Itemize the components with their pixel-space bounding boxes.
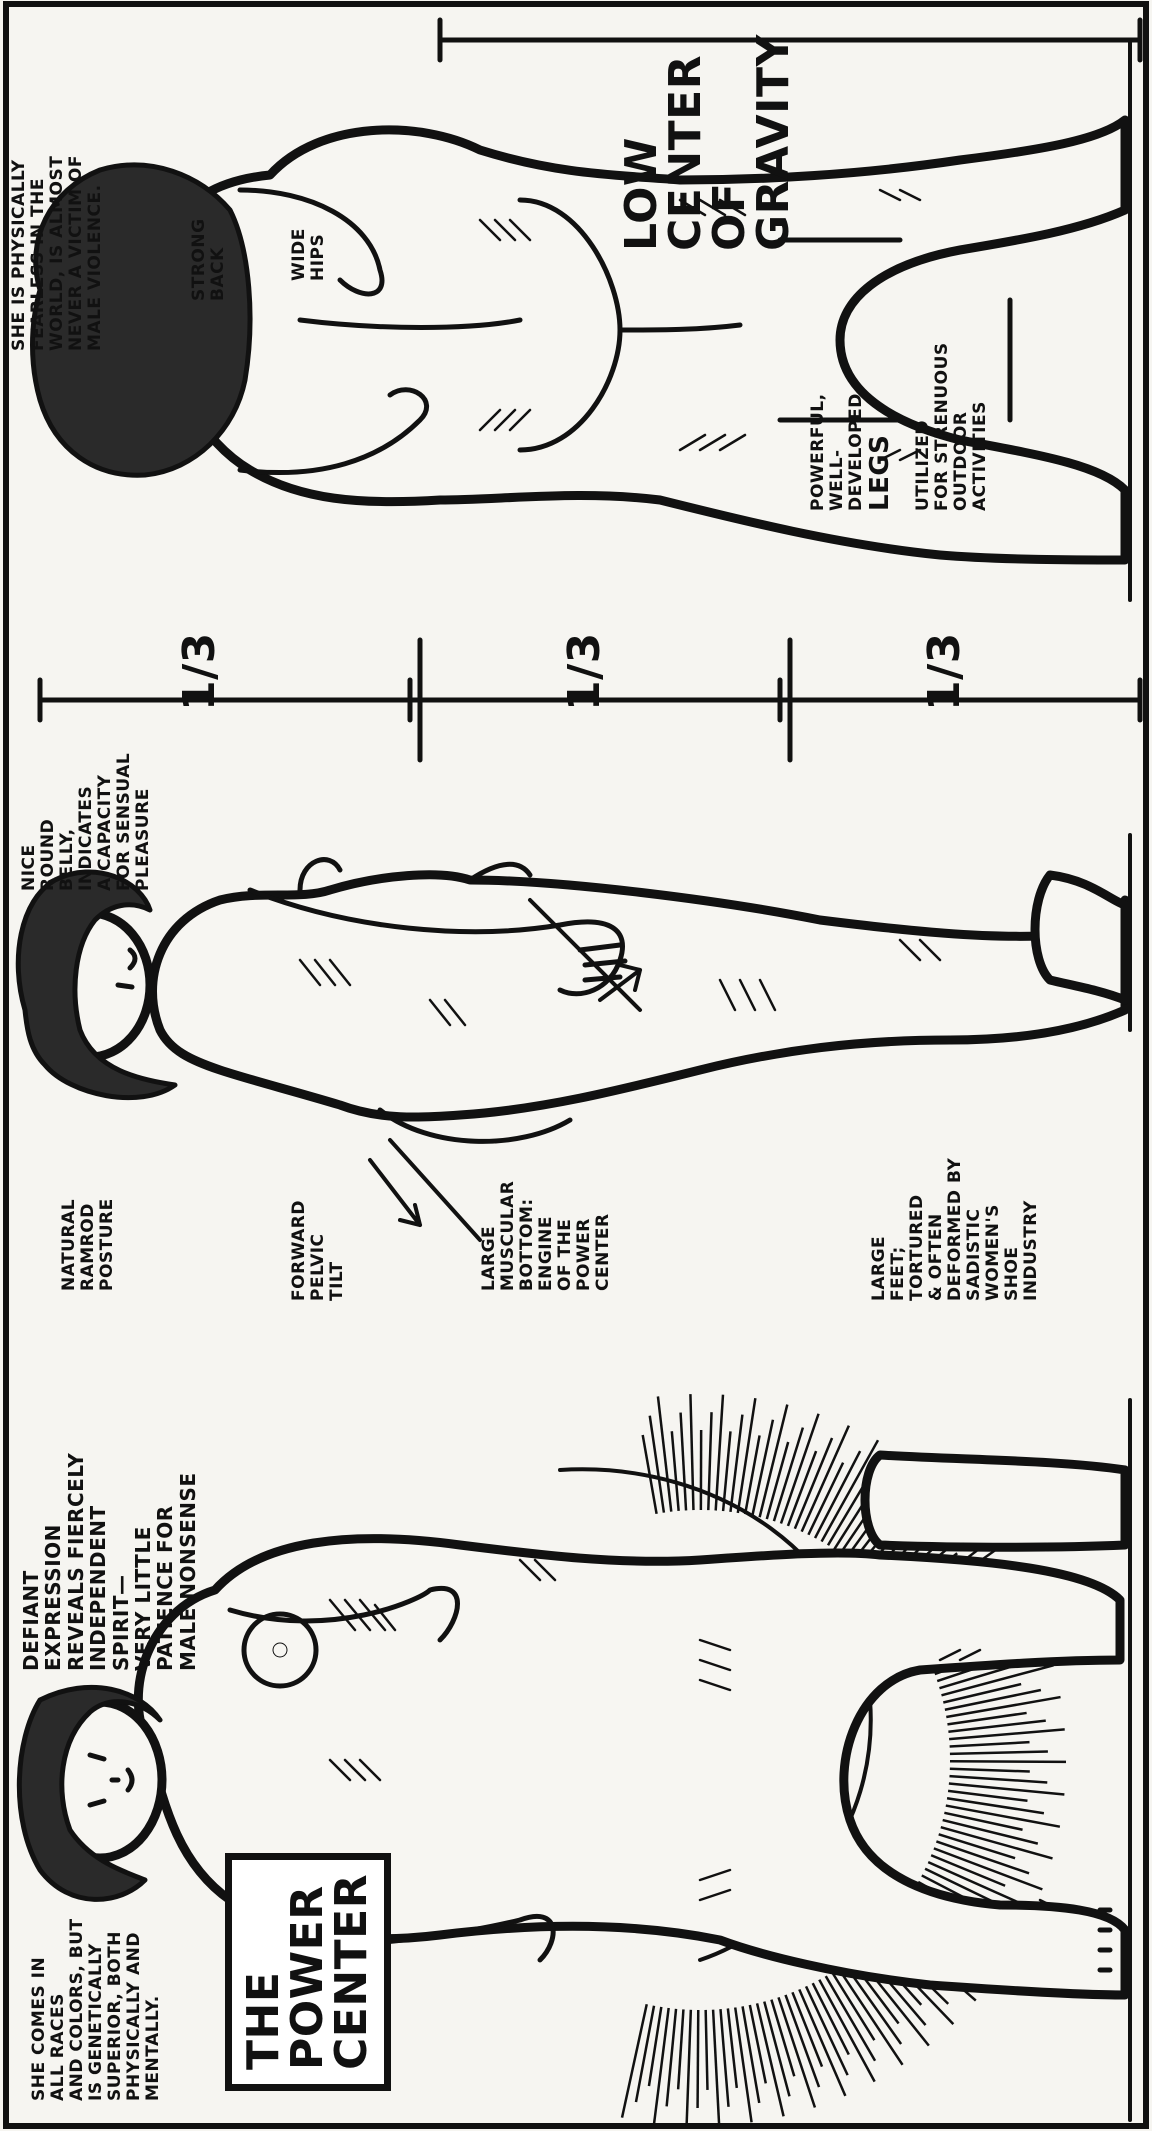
sunburst-ray [934, 1848, 1043, 1889]
sunburst-ray [672, 1431, 679, 1511]
back-view-figure [33, 40, 1131, 600]
sunburst-ray [808, 1463, 843, 1535]
sunburst-ray [950, 1742, 1030, 1746]
sunburst-ray [738, 1398, 756, 1513]
sunburst-ray [690, 1394, 693, 1510]
sunburst-ray [943, 1684, 1021, 1702]
sunburst-ray [713, 2010, 719, 2126]
sunburst-ray [728, 2008, 737, 2088]
sunburst-ray [826, 1976, 875, 2061]
sunburst-ray [735, 2008, 751, 2123]
sunburst-ray [658, 1396, 671, 1511]
sunburst-ray [667, 2009, 676, 2107]
sunburst-ray [950, 1769, 1030, 1772]
sunburst-ray [698, 2010, 699, 2108]
sunburst-ray [636, 2006, 654, 2102]
sunburst-ray [944, 1813, 1022, 1830]
sunburst-ray [786, 1995, 820, 2087]
sunburst-ray [949, 1776, 1047, 1782]
sunburst-ray [950, 1761, 1066, 1762]
sunburst-ray [950, 1751, 1048, 1753]
side-view-figure [18, 835, 1130, 1240]
sunburst-ray [743, 2006, 760, 2103]
sunburst-ray [806, 1986, 848, 2075]
sunburst-ray [681, 1413, 686, 1511]
sunburst-ray [716, 1395, 723, 1511]
sunburst-ray [947, 1798, 1044, 1813]
sunburst-ray [813, 1983, 849, 2054]
sunburst-ray [687, 2010, 691, 2126]
sunburst-ray [750, 2005, 766, 2083]
sunburst-ray [706, 2010, 708, 2090]
front-view-figure [19, 1394, 1130, 2126]
sunburst-ray [720, 2009, 728, 2107]
sunburst-ray [678, 2009, 683, 2089]
